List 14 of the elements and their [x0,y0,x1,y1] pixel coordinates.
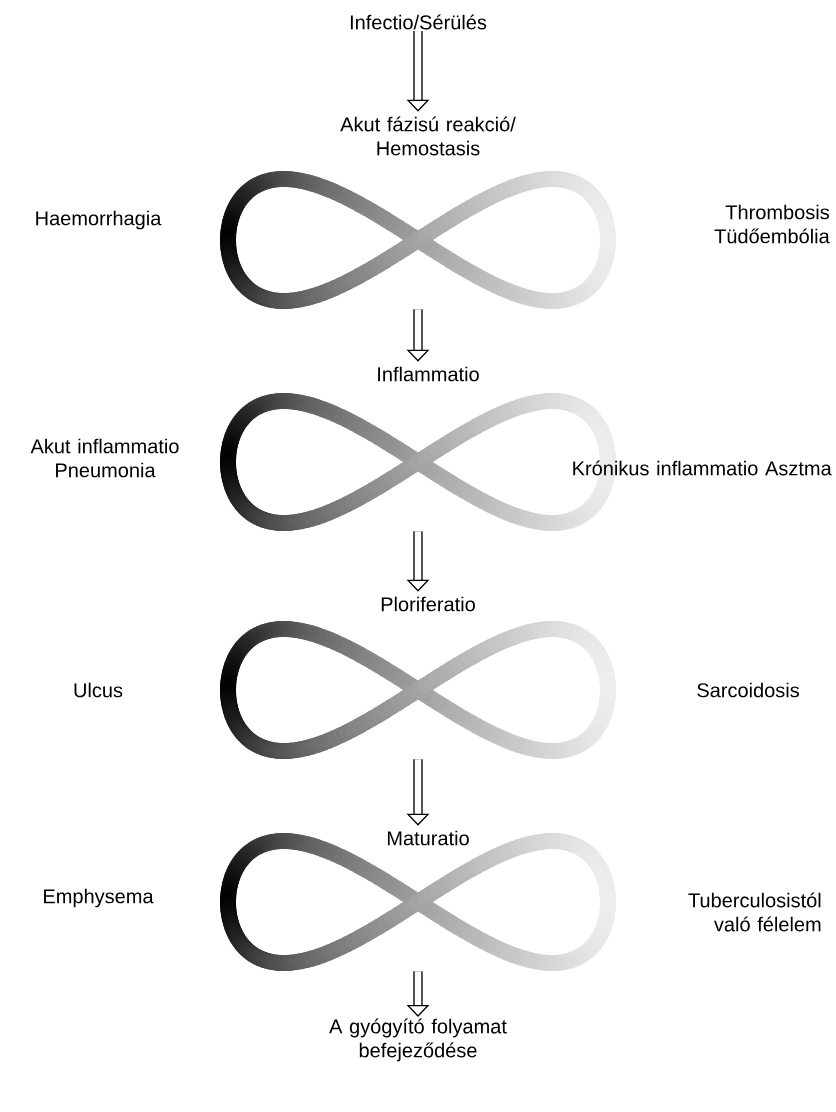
stage-heading: Akut fázisú reakció/ Hemostasis [340,116,516,156]
side-label: Krónikus inflammatio Asztma [573,460,832,476]
side-label: Sarcoidosis [697,682,799,698]
side-label: Thrombosis Tüdőembólia [714,204,830,244]
side-label: Haemorrhagia [36,210,162,230]
stage-text: A gyógyító folyamat befejeződése [329,1018,507,1062]
side-label: Ulcus [74,682,123,698]
stage-heading: Inflammatio [378,366,479,382]
side-label: Emphysema [44,888,154,908]
side-label: Tuberculosistól való félelem [688,892,821,932]
side-label: Akut inflammatio Pneumonia [30,438,179,478]
stage-heading: Ploriferatio [381,596,475,612]
stage-text: Infectio/Sérülés [350,14,487,30]
stage-heading: Maturatio [387,830,469,846]
